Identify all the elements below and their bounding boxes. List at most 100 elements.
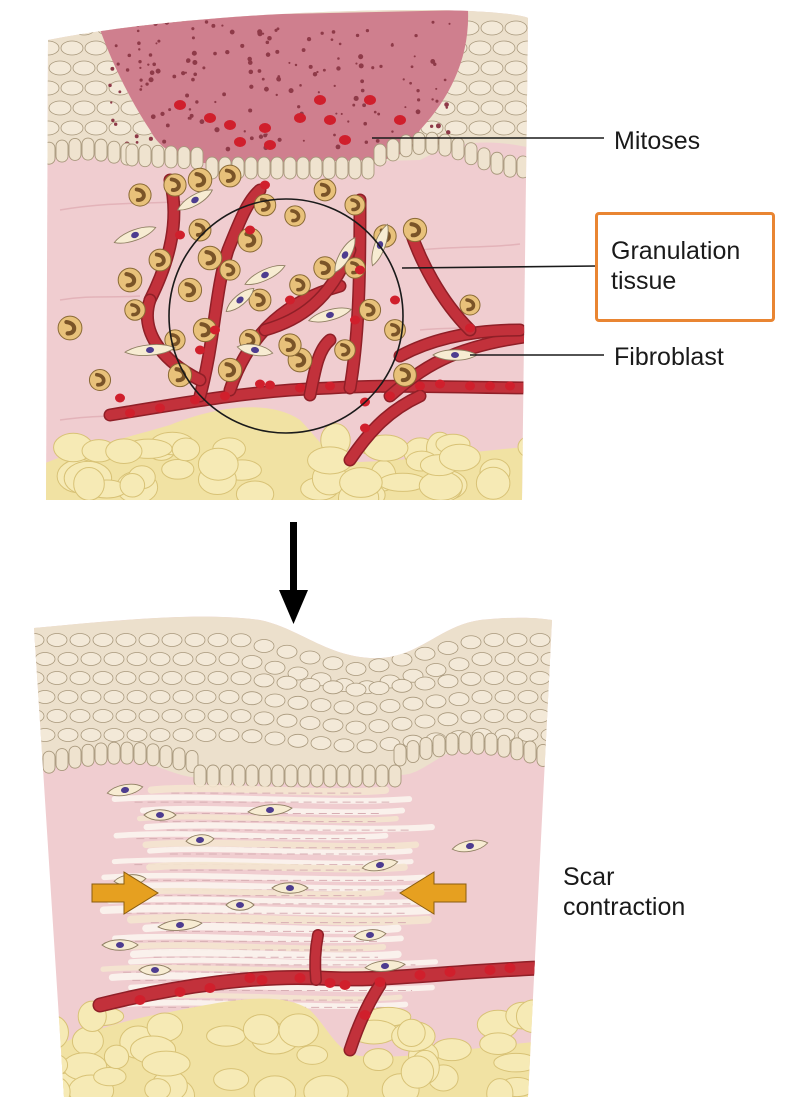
epidermal-cell [495,653,515,666]
basal-cell [126,144,138,166]
epidermal-cell [461,710,481,723]
epidermal-cell [219,653,239,666]
fat-cell [72,1027,103,1055]
clot-dot [162,140,166,144]
fat-cell [162,459,194,479]
clot-dot [115,44,118,47]
basal-cell [485,733,497,755]
red-blood-cell [360,424,370,433]
clot-dot [444,102,449,107]
clot-dot [365,140,368,143]
basal-cell [108,742,120,764]
epidermal-cell [517,81,539,95]
clot-dot [266,41,270,45]
macrophage [335,340,356,361]
red-blood-cell [325,978,336,988]
epidermal-cell [242,692,262,705]
clot-dot [185,72,187,74]
red-blood-cell [295,973,306,983]
epidermal-cell [85,121,107,135]
clot-dot [244,130,246,132]
basal-cell [311,765,323,787]
clot-rbc [394,115,406,125]
fat-cell [106,439,142,464]
arrow-down-icon [279,522,308,624]
fat-cell [172,438,199,461]
granulation-tissue-label: Granulation tissue [611,236,740,296]
clot-dot [192,36,195,39]
clot-dot [108,84,111,87]
epidermal-cell [70,710,90,723]
macrophage [359,299,380,320]
clot-dot [139,88,142,91]
epidermal-cell [518,653,538,666]
clot-dot [436,123,441,128]
epidermal-cell [300,717,320,730]
basal-cell [134,743,146,765]
epidermal-cell [484,672,504,685]
epidermal-cell [185,634,205,647]
epidermal-cell [208,634,228,647]
clot-dot [168,108,171,111]
basal-cell [446,733,458,755]
epidermal-cell [507,710,527,723]
epidermal-cell [25,61,47,75]
epidermal-cell [484,710,504,723]
basal-cell [420,737,432,759]
epidermal-cell [35,691,55,704]
epidermal-cell [493,41,515,55]
epidermal-cell [334,701,354,714]
red-blood-cell [505,382,515,391]
epidermal-cell [139,710,159,723]
epidermal-cell [530,710,550,723]
basal-cell [259,765,271,787]
red-blood-cell [505,963,516,973]
macrophage [460,295,480,315]
epidermal-cell [380,700,400,713]
epidermal-cell [93,672,113,685]
epidermal-cell [219,729,239,742]
clot-dot [135,134,139,138]
epidermal-cell [541,729,561,742]
epidermal-cell [196,691,216,704]
clot-dot [193,72,197,76]
epidermal-cell [300,679,320,692]
clot-dot [416,109,421,114]
epidermal-cell [25,21,47,35]
clot-dot [249,70,254,75]
red-blood-cell [485,382,495,391]
basal-cell [363,765,375,787]
epidermal-cell [449,693,469,706]
clot-dot [153,21,157,25]
epidermal-cell [116,634,136,647]
basal-cell [374,144,386,166]
clot-dot [278,138,282,142]
scar-panel [24,600,561,1097]
epidermal-cell [196,653,216,666]
epidermal-cell [104,653,124,666]
clot-dot [276,94,278,96]
clot-dot [334,85,336,87]
epidermal-cell [457,101,479,115]
clot-dot [157,40,160,43]
clot-dot [149,77,154,82]
clot-rbc [314,95,326,105]
epidermal-cell [73,21,95,35]
clot-dot [211,24,215,28]
macrophage [394,364,417,387]
macrophage [178,278,201,301]
basal-cell [284,157,296,179]
basal-cell [272,765,284,787]
epidermal-cell [369,720,389,733]
epidermal-cell [530,672,550,685]
epidermal-cell [139,672,159,685]
clot-dot [435,88,437,90]
epidermal-cell [265,661,285,674]
clot-dot [336,145,341,150]
epidermal-cell [323,681,343,694]
epidermal-cell [24,710,44,723]
red-blood-cell [175,987,186,997]
macrophage [219,165,241,187]
epidermal-cell [277,714,297,727]
clot-dot [377,113,380,116]
